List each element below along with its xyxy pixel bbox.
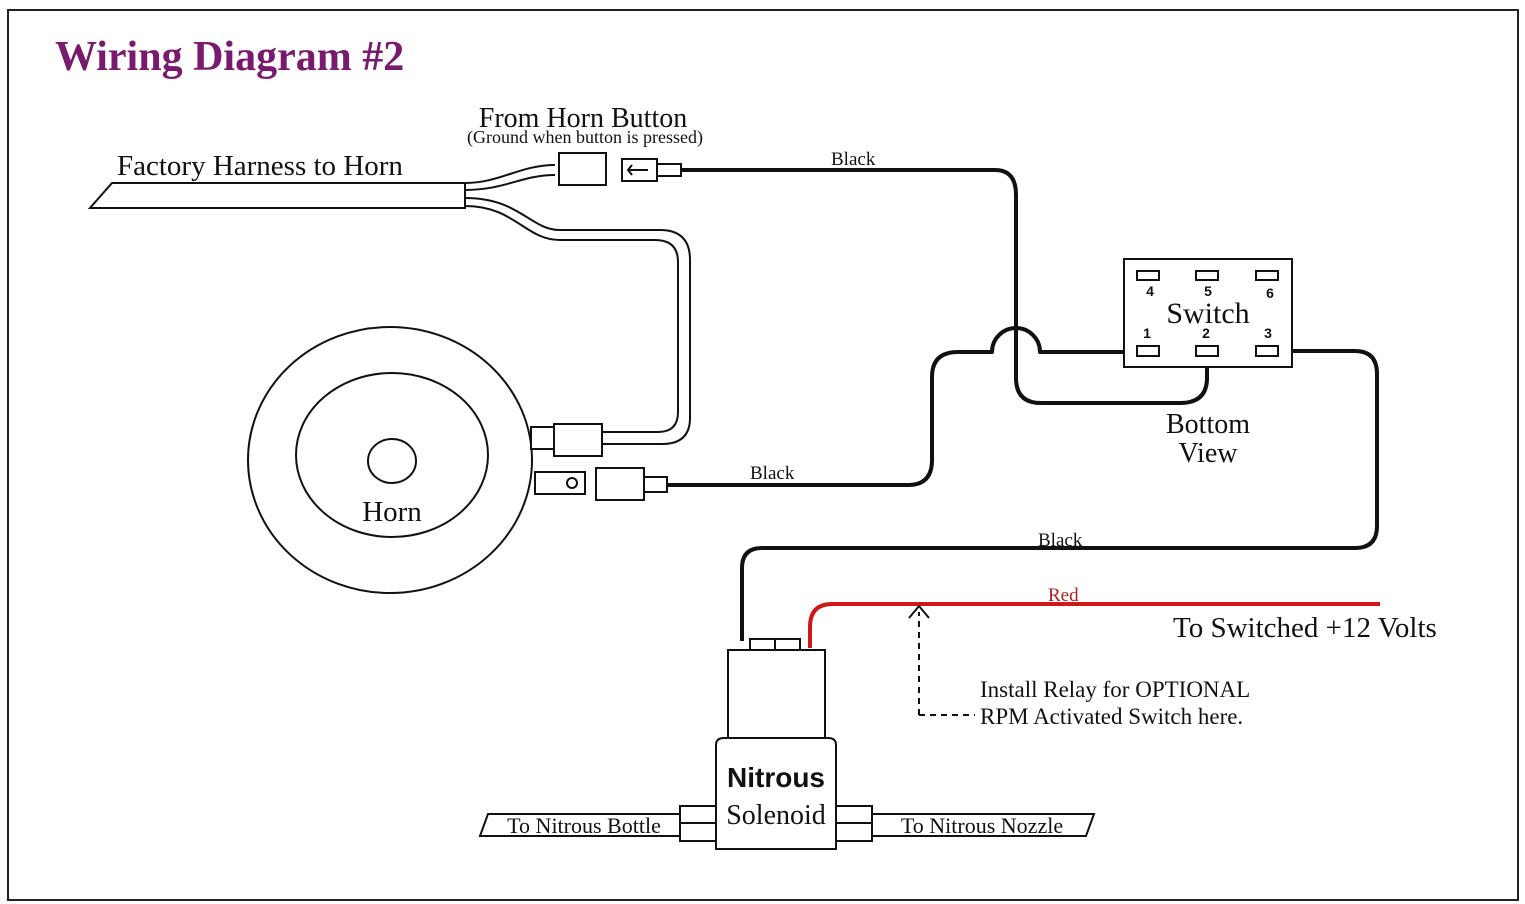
to-bottle-label: To Nitrous Bottle: [507, 813, 661, 838]
bottom-view-label-1: Bottom: [1166, 409, 1250, 440]
wire-black-solenoid: [740, 349, 1379, 641]
diagram-frame: [7, 9, 1519, 901]
wire-black-top-label: Black: [831, 149, 876, 170]
relay-note-line-1: Install Relay for OPTIONAL: [980, 677, 1250, 702]
bottom-view-label-2: View: [1179, 438, 1239, 469]
harness-label: Factory Harness to Horn: [117, 150, 403, 182]
switch-pin-1: [1136, 345, 1160, 357]
switch-pin-5: [1195, 270, 1219, 281]
switch-pin-label-2: 2: [1202, 325, 1210, 341]
switch-label: Switch: [1166, 297, 1249, 330]
wire-black-top: [681, 168, 1209, 405]
switch-pin-3: [1255, 345, 1279, 357]
wire-red-label: Red: [1048, 585, 1079, 606]
horn-body: [247, 326, 668, 594]
horn-button-label: From Horn Button: [479, 103, 687, 134]
switch-pin-label-4: 4: [1146, 283, 1154, 299]
switch-pin-label-3: 3: [1264, 325, 1272, 341]
switch-pin-label-1: 1: [1143, 325, 1151, 341]
switch-pin-4: [1136, 270, 1160, 281]
nitrous-solenoid: [478, 638, 1096, 850]
solenoid-label-1: Nitrous: [727, 762, 825, 793]
relay-arrow: [908, 604, 975, 716]
black-wires: [667, 168, 1379, 641]
wire-red: [808, 602, 1380, 648]
to-nozzle-label: To Nitrous Nozzle: [901, 813, 1063, 838]
horn-label: Horn: [362, 496, 422, 528]
horn-button-note: (Ground when button is pressed): [467, 127, 703, 148]
switch-pin-6: [1255, 270, 1279, 281]
to-12v-label: To Switched +12 Volts: [1173, 612, 1437, 644]
solenoid-label-2: Solenoid: [726, 800, 826, 831]
switch-pin-label-6: 6: [1266, 285, 1274, 301]
horn-button-connector: [558, 152, 682, 186]
wire-black-horn-label: Black: [750, 463, 795, 484]
diagram-title: Wiring Diagram #2: [55, 34, 404, 80]
wire-black-solenoid-label: Black: [1038, 530, 1083, 551]
relay-note-line-2: RPM Activated Switch here.: [980, 704, 1243, 729]
wire-black-horn: [667, 326, 1138, 487]
switch-pin-label-5: 5: [1204, 283, 1212, 299]
factory-harness: [87, 164, 691, 445]
switch-pin-2: [1195, 345, 1219, 357]
switch-body: [1123, 258, 1293, 368]
